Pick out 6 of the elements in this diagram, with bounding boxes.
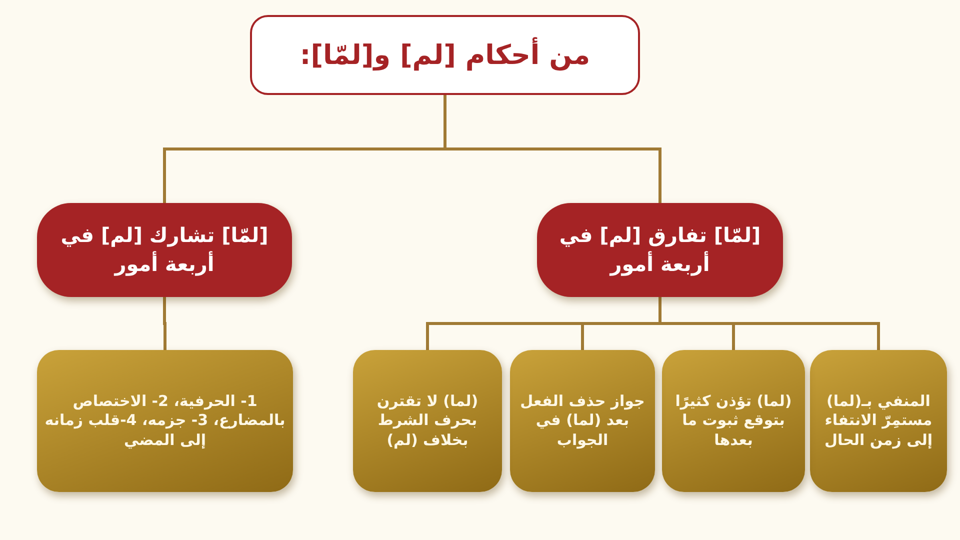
category-box: [لمّا] تشارك [لم] في أربعة أمور: [37, 203, 292, 297]
connector-line: [163, 297, 166, 350]
category-box: [لمّا] تفارق [لم] في أربعة أمور: [537, 203, 783, 297]
connector-line: [163, 95, 446, 203]
connector-line: [426, 297, 662, 350]
title-box: من أحكام [لم] و[لمّا]:: [250, 15, 640, 95]
